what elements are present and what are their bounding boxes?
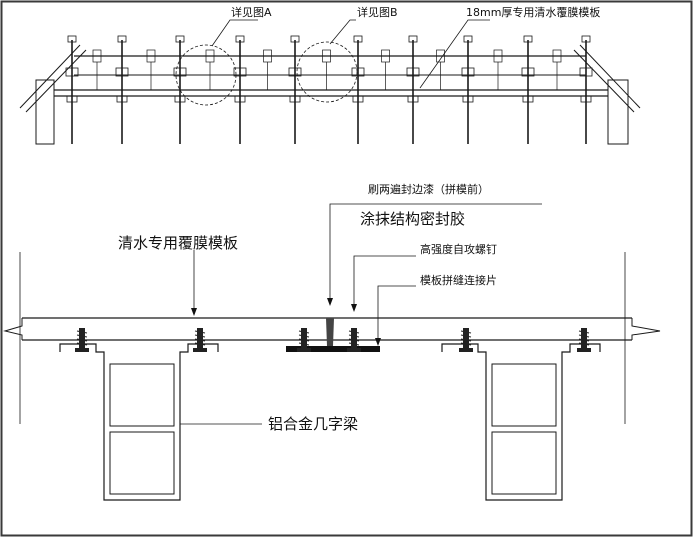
support-post [461,35,503,144]
self-tapping-screw [75,328,89,352]
callout-board: 18mm厚专用清水覆膜模板 [466,5,600,19]
left-break [3,318,23,340]
left-end-support [35,79,55,145]
support-posts [65,35,593,144]
label-sealant: 涂抹结构密封胶 [360,210,465,228]
leader-screw [353,255,416,306]
elevation-view [19,41,641,145]
self-tapping-screw [577,328,591,352]
leader-a [211,19,258,47]
label-formwork-board: 清水专用覆膜模板 [118,234,238,252]
self-tapping-screw [193,328,207,352]
leader-b [329,19,356,45]
self-tapping-screw [297,328,311,352]
detail-circle-b [296,41,358,103]
left-slope-2 [25,49,87,113]
right-end-support [607,79,629,145]
right-break [631,318,661,340]
support-post [406,35,445,144]
label-screw: 高强度自攻螺钉 [420,242,497,256]
right-slope-2 [573,49,635,113]
leader-paint [329,203,542,300]
screw-set [75,328,591,352]
support-post [521,35,562,144]
self-tapping-screw [459,328,473,352]
detail-section [3,252,661,501]
callout-detail-b: 详见图B [357,5,398,19]
leader-board [419,19,490,89]
support-post [173,35,215,144]
leader-joint-plate [377,285,416,340]
callout-detail-a: 详见图A [231,5,272,19]
self-tapping-screw [347,328,361,352]
support-post [233,35,272,144]
joint-plate [286,346,380,352]
support-post [579,35,593,144]
beam-left [59,343,219,501]
beam-right [441,343,601,501]
support-post [65,35,102,144]
support-post [351,35,390,144]
detail-circle-a [175,44,237,106]
right-slope [579,44,641,109]
left-slope [19,44,81,109]
support-post [288,35,331,144]
label-edge-paint: 刷两遍封边漆（拼模前） [368,182,489,196]
support-post [115,35,156,144]
label-joint-plate: 模板拼缝连接片 [420,273,497,287]
sealant-seam [326,318,334,346]
label-aluminum-beam: 铝合金几字梁 [268,415,358,433]
